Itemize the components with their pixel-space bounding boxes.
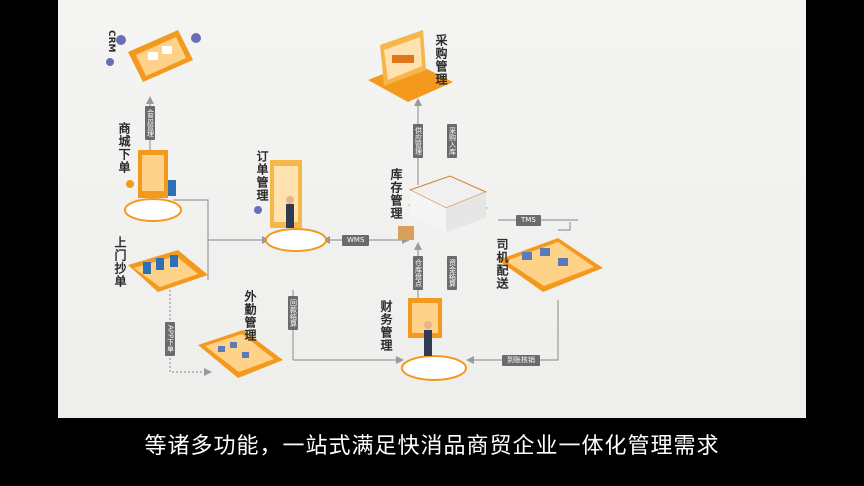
finance-mgmt-label: 财务管理 [379,300,393,352]
crm-label: CRM [106,30,116,53]
diagram-graphics [106,30,603,381]
crm-illustration [106,30,201,82]
video-subtitle: 等诸多功能，一站式满足快消品商贸企业一体化管理需求 [144,434,720,459]
driver-delivery-label: 司机配送 [495,238,509,290]
member-mgmt-tag: 会员管理 [145,106,155,140]
app-order-tag: APP下单 [165,322,175,356]
payment-verify-tag: 到账核销 [502,355,540,366]
order-mgmt-label: 订单管理 [255,150,269,202]
inventory-illustration [398,175,488,240]
shop-order-illustration [124,150,182,222]
delivery-illustration [498,238,603,292]
inventory-mgmt-label: 库存管理 [389,168,403,220]
purchase-inbound-tag: 采购入库 [447,124,457,158]
diagram-canvas: CRM 商城下单 上门抄单 订单管理 外勤管理 采购管理 库存管理 财务管理 司… [58,0,806,418]
finance-illustration [401,298,467,381]
tms-tag: TMS [516,215,541,226]
warehouse-audit-tag: 仓库盘点 [413,256,423,290]
wms-tag: WMS [342,235,370,246]
order-mgmt-illustration [254,160,327,252]
supply-mgmt-tag: 供应管理 [413,124,423,158]
field-mgmt-illustration [198,330,283,378]
visit-order-illustration [128,250,208,292]
purchase-mgmt-illustration [368,30,453,102]
purchase-mgmt-label: 采购管理 [434,34,448,86]
field-mgmt-label: 外勤管理 [243,290,257,342]
collect-settle-tag: 回款结算 [288,296,298,330]
visit-order-label: 上门抄单 [113,236,127,288]
shop-order-label: 商城下单 [117,122,131,174]
settlement-tag: 资金结算 [447,256,457,290]
